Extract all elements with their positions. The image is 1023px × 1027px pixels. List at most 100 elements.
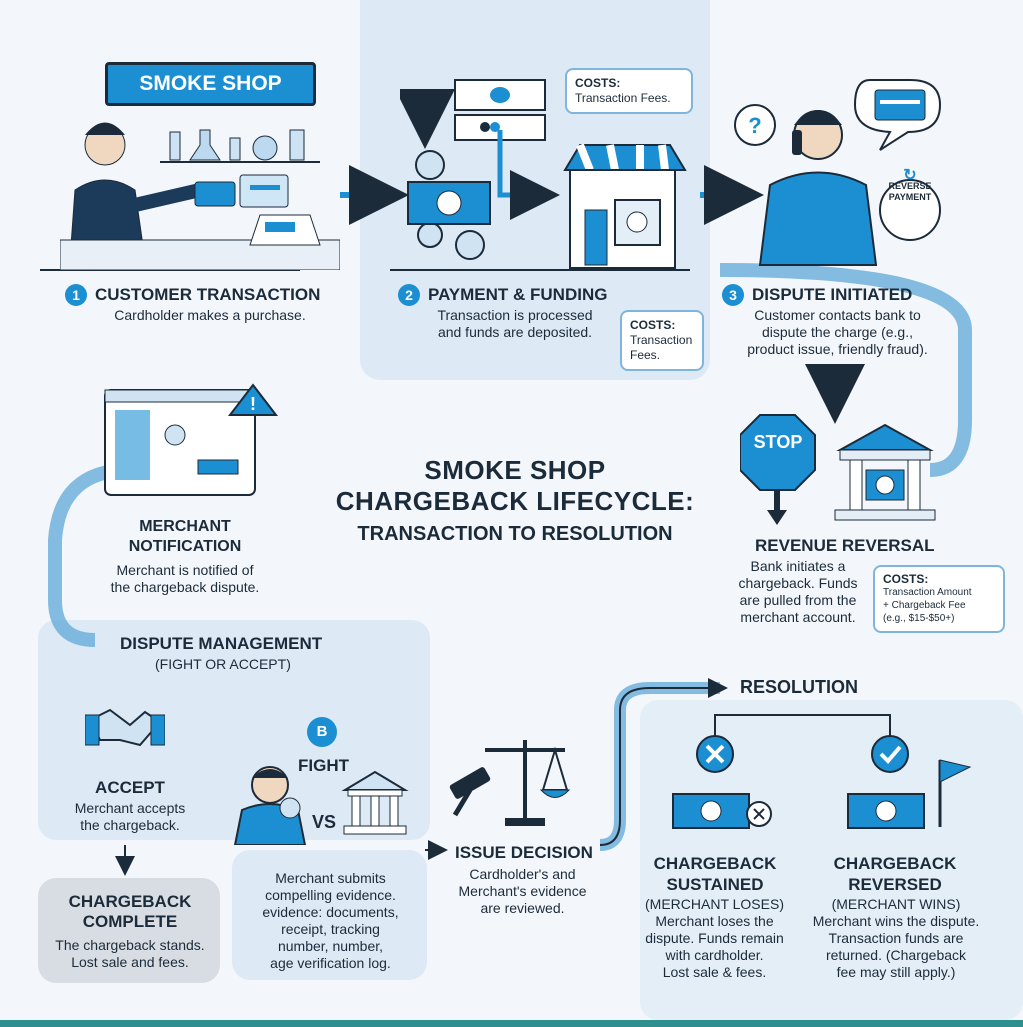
dispute-initiated-illustration: ? [734,79,942,266]
revenue-reversal-illustration [740,414,936,525]
reversed-sub: (MERCHANT WINS) [831,896,961,912]
costs-rev-text2: + Chargeback Fee [883,600,966,611]
step1-title: 1 CUSTOMER TRANSACTION [65,284,320,306]
issue-desc-line2: Merchant's evidence [458,883,587,899]
step2-desc-line2: and funds are deposited. [437,324,593,340]
sustained-desc-line1: Merchant loses the [655,913,774,929]
merchant-notification-title: MERCHANT NOTIFICATION [100,517,270,557]
costs-mid-label: COSTS: [630,318,676,332]
reversed-title-line2: REVERSED [848,875,942,894]
step3-title: 3 DISPUTE INITIATED [722,284,912,306]
issue-desc-line3: are reviewed. [480,900,565,916]
payment-funding-illustration [400,79,687,269]
sustained-title-line2: SUSTAINED [666,875,764,894]
revenue-reversal-desc: Bank initiates a chargeback. Funds are p… [728,558,868,626]
step3-number: 3 [722,284,744,306]
reversed-title-line1: CHARGEBACK [833,854,957,873]
revenue-reversal-title: REVENUE REVERSAL [755,536,935,555]
fight-badge: B [307,717,337,747]
complete-desc-line2: Lost sale and fees. [71,954,189,970]
reverse-line1: REVERSE [888,181,932,191]
complete-title-line2: COMPLETE [82,912,178,931]
costs-bubble-top: COSTS: Transaction Fees. [565,68,693,114]
step3-desc: Customer contacts bank to dispute the ch… [730,307,945,358]
step2-desc-line1: Transaction is processed [437,307,593,323]
costs-top-text: Transaction Fees. [575,91,671,105]
step3-desc-line2: dispute the charge (e.g., [762,324,913,340]
customer-transaction-illustration [60,122,340,270]
sustained-desc-line2: dispute. Funds remain [645,930,784,946]
handshake-icon [85,708,165,747]
svg-text:!: ! [250,394,256,414]
fight-desc-line2: compelling evidence. [265,887,396,903]
step3-desc-line1: Customer contacts bank to [754,307,921,323]
revenue-desc-line1: Bank initiates a [750,558,846,574]
sustained-desc: (MERCHANT LOSES) Merchant loses the disp… [632,896,797,981]
merchant-desc-line1: Merchant is notified of [116,562,254,578]
sustained-title: CHARGEBACK SUSTAINED [640,853,790,895]
step2-number: 2 [398,284,420,306]
accept-desc: Merchant accepts the chargeback. [50,800,210,834]
fight-desc-line6: age verification log. [270,955,391,971]
sustained-illustration [672,735,772,829]
dispute-management-title: DISPUTE MANAGEMENT [120,634,323,653]
issue-decision-desc: Cardholder's and Merchant's evidence are… [440,866,605,917]
reverse-payment-badge: ↻ REVERSE PAYMENT [882,168,938,203]
reversed-desc-line1: Merchant wins the dispute. [812,913,980,929]
costs-rev-text3: (e.g., $15-$50+) [883,613,955,624]
fight-desc-line3: evidence: documents, [262,904,399,920]
main-title-line2: CHARGEBACK LIFECYCLE: [335,486,695,516]
svg-text:?: ? [748,113,761,138]
issue-decision-title: ISSUE DECISION [455,843,593,862]
reversed-title: CHARGEBACK REVERSED [810,853,980,895]
fight-illustration [233,766,409,845]
shop-sign: SMOKE SHOP [105,62,316,106]
step2-desc: Transaction is processed and funds are d… [415,307,615,341]
step1-title-text: CUSTOMER TRANSACTION [95,285,321,304]
fight-desc-line5: number, number, [277,938,384,954]
sustained-title-line1: CHARGEBACK [653,854,777,873]
accept-desc-line2: the chargeback. [80,817,180,833]
fight-panel [232,850,427,980]
sustained-desc-line4: Lost sale & fees. [662,964,767,980]
main-title-line1: SMOKE SHOP [424,455,606,485]
complete-panel [38,878,220,983]
step1-number: 1 [65,284,87,306]
fight-title: FIGHT [298,756,349,775]
revenue-desc-line3: are pulled from the [739,592,857,608]
dispute-management-subtitle: (FIGHT OR ACCEPT) [155,656,291,672]
chargeback-complete-title: CHARGEBACK COMPLETE [40,892,220,932]
complete-title-line1: CHARGEBACK [68,892,192,911]
step2-title-text: PAYMENT & FUNDING [428,285,608,304]
issue-desc-line1: Cardholder's and [469,866,576,882]
merchant-title-line1: MERCHANT [139,518,231,535]
step1-desc: Cardholder makes a purchase. [114,307,306,323]
resolution-title: RESOLUTION [740,677,859,697]
reversed-desc-line2: Transaction funds are [828,930,964,946]
accept-desc-line1: Merchant accepts [74,800,186,816]
costs-rev-label: COSTS: [883,572,929,586]
main-title-line3: TRANSACTION TO RESOLUTION [357,523,673,545]
reversed-desc-line4: fee may still apply.) [836,964,956,980]
complete-desc-line1: The chargeback stands. [55,937,205,953]
reversed-illustration [847,735,972,829]
accept-title: ACCEPT [95,778,165,797]
merchant-desc-line2: the chargeback dispute. [110,579,260,595]
chargeback-complete-desc: The chargeback stands. Lost sale and fee… [40,937,220,971]
reverse-line2: PAYMENT [888,192,932,202]
step3-desc-line3: product issue, friendly fraud). [747,341,928,357]
main-title: SMOKE SHOP CHARGEBACK LIFECYCLE: TRANSAC… [300,455,730,546]
revenue-desc-line4: merchant account. [740,609,856,625]
stop-sign: STOP [753,432,803,452]
revenue-desc-line2: chargeback. Funds [738,575,858,591]
step2-title: 2 PAYMENT & FUNDING [398,284,607,306]
step3-title-text: DISPUTE INITIATED [752,285,913,304]
costs-mid-text2: Fees. [630,348,661,362]
merchant-title-line2: NOTIFICATION [128,538,242,555]
costs-bubble-reversal: COSTS: Transaction Amount + Chargeback F… [873,565,1005,633]
merchant-notification-desc: Merchant is notified of the chargeback d… [95,562,275,596]
costs-top-label: COSTS: [575,76,621,90]
fight-desc-line1: Merchant submits [275,870,386,886]
sustained-desc-line3: with cardholder. [665,947,764,963]
